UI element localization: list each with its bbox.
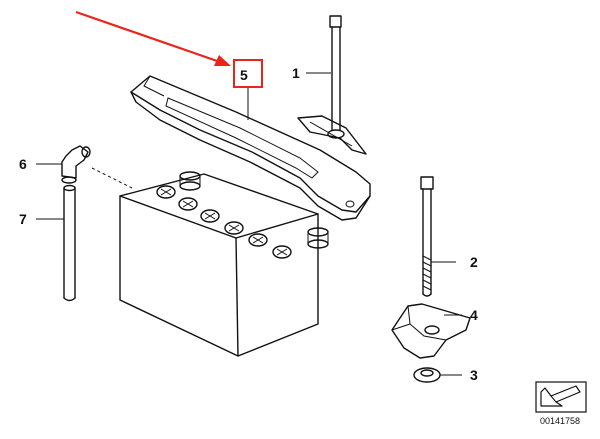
highlight-arrow <box>75 10 231 66</box>
vent-elbow <box>36 145 133 189</box>
callout-5: 5 <box>240 67 248 83</box>
vent-hose <box>36 184 76 302</box>
callout-7: 7 <box>19 211 27 227</box>
arrow-icon <box>535 381 587 413</box>
callout-1: 1 <box>292 65 300 81</box>
callout-2: 2 <box>470 254 478 270</box>
battery-cell-caps <box>156 185 292 259</box>
battery <box>119 171 329 357</box>
battery-hold-down-bracket <box>130 75 371 221</box>
reference-code: 00141758 <box>540 416 580 426</box>
washer <box>413 367 462 383</box>
callout-6: 6 <box>19 156 27 172</box>
bolt-with-clamp <box>297 15 367 155</box>
battery-terminal-negative <box>179 171 201 191</box>
callout-4: 4 <box>470 307 478 323</box>
callout-3: 3 <box>470 367 478 383</box>
battery-clamp-bracket <box>391 303 471 359</box>
highlight-box <box>233 59 263 88</box>
battery-terminal-positive <box>307 227 329 249</box>
long-bolt <box>420 176 456 297</box>
